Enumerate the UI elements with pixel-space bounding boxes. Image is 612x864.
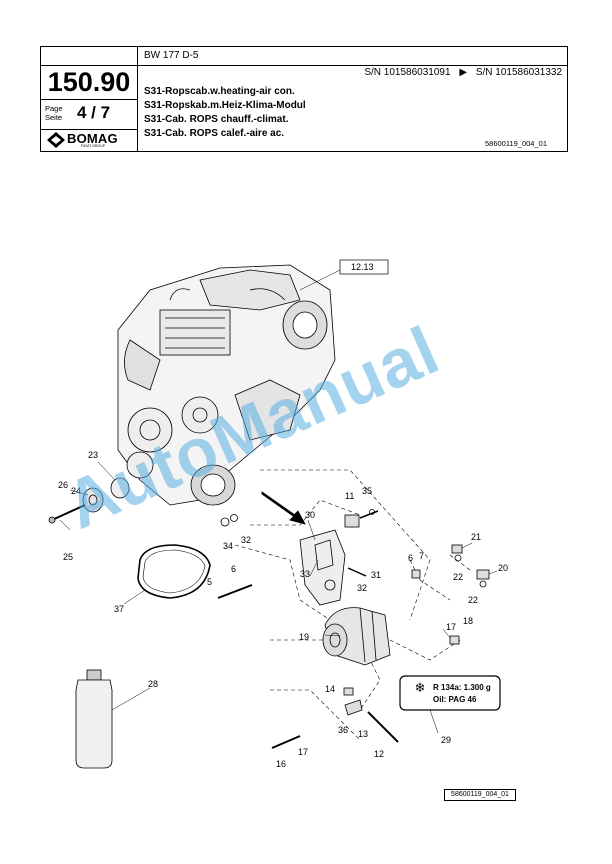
bolt-12 [367, 711, 399, 743]
callout-35: 35 [362, 486, 372, 496]
callout-17-b: 17 [298, 747, 308, 757]
snowflake-icon: ❄ [415, 680, 426, 695]
bracket-30 [299, 529, 346, 606]
callout-16: 16 [276, 759, 286, 769]
sn-arrow-icon: ▶ [459, 67, 468, 78]
header-ref-code: 58600119_004_01 [484, 139, 547, 148]
sn-to: S/N 101586031332 [475, 67, 562, 78]
washer-34 [220, 517, 230, 527]
direction-arrow-icon [261, 491, 306, 525]
pulley-24 [48, 477, 130, 524]
callout-23: 23 [88, 450, 98, 460]
bolt-16 [271, 735, 301, 749]
callout-28: 28 [148, 679, 158, 689]
callout-6-a: 6 [231, 564, 236, 574]
page-label-en: Page [45, 104, 63, 113]
logo-subtext: FAYAT GROUP [81, 144, 106, 148]
page-row: Page Seite 4 / 7 [41, 100, 137, 130]
refrigerant-label-29: ❄ R 134a: 1.300 g Oil: PAG 46 [399, 675, 501, 711]
title-list: S31-Ropscab.w.heating-air con. S31-Ropsk… [144, 85, 306, 141]
plug-14 [343, 687, 354, 696]
serial-range: S/N 101586031091 ▶ S/N 101586031332 [138, 67, 568, 78]
callout-12: 12 [374, 749, 384, 759]
bolt-31 [347, 567, 367, 577]
callout-14: 14 [325, 684, 335, 694]
callout-6-b: 6 [408, 553, 413, 563]
callout-37: 37 [114, 604, 124, 614]
callout-33: 33 [300, 569, 310, 579]
footer-ref-code: 58600119_004_01 [444, 789, 516, 801]
model-name: BW 177 D-5 [144, 50, 199, 61]
leader-lines [59, 269, 498, 734]
spacer-36 [344, 699, 363, 716]
callout-12-13: 12.13 [351, 262, 374, 272]
title-en: S31-Ropscab.w.heating-air con. [144, 86, 295, 97]
callout-36: 36 [338, 725, 348, 735]
callout-22-a: 22 [453, 572, 463, 582]
oil-bottle-28 [75, 669, 113, 769]
page-value: 4 / 7 [77, 103, 111, 122]
bomag-logo: BOMAG FAYAT GROUP [47, 131, 133, 148]
fitting-18 [449, 635, 460, 645]
header-block: 150.90 Page Seite 4 / 7 BOMAG FAYAT GROU… [40, 46, 568, 152]
bolt-5 [217, 584, 253, 599]
callout-11: 11 [345, 491, 354, 501]
label-line-2: Oil: PAG 46 [433, 695, 477, 704]
callout-24: 24 [71, 486, 81, 496]
callout-22-b: 22 [468, 595, 478, 605]
callout-7: 7 [419, 551, 424, 561]
bushing-11 [344, 509, 379, 528]
sn-from: S/N 101586031091 [364, 67, 451, 78]
callout-13: 13 [358, 729, 368, 739]
callout-20: 20 [498, 563, 508, 573]
callout-26: 26 [58, 480, 68, 490]
header-left-column: 150.90 Page Seite 4 / 7 BOMAG FAYAT GROU… [41, 47, 138, 151]
callout-29: 29 [441, 735, 451, 745]
page-number: 150.90 [41, 65, 137, 100]
title-de: S31-Ropskab.m.Heiz-Klima-Modul [144, 100, 306, 111]
valve-7 [411, 569, 421, 579]
callout-32-b: 32 [357, 583, 367, 593]
callout-31: 31 [371, 570, 381, 580]
header-blank-cell [41, 47, 137, 66]
callout-32-a: 32 [241, 535, 251, 545]
exploded-parts-diagram: ❄ R 134a: 1.300 g Oil: PAG 46 12.13 23 2… [48, 259, 508, 769]
model-row: BW 177 D-5 [138, 47, 568, 66]
page-label: Page Seite [45, 104, 63, 122]
title-fr: S31-Cab. ROPS chauff.-climat. [144, 114, 289, 125]
callout-30: 30 [305, 510, 315, 520]
logo-text: BOMAG [67, 131, 118, 146]
callout-19: 19 [299, 632, 309, 642]
bomag-logo-icon [47, 132, 65, 148]
callout-34: 34 [223, 541, 233, 551]
title-es: S31-Cab. ROPS calef.-aire ac. [144, 128, 285, 139]
callout-5: 5 [207, 577, 212, 587]
page-label-de: Seite [45, 113, 63, 122]
callout-17-a: 17 [446, 622, 456, 632]
compressor-19 [322, 607, 391, 666]
belt-37 [137, 544, 211, 599]
label-line-1: R 134a: 1.300 g [433, 683, 491, 692]
engine-drawing [117, 264, 336, 506]
callout-21: 21 [471, 532, 481, 542]
fittings-20-21 [451, 544, 490, 588]
callout-25: 25 [63, 552, 73, 562]
washer-32 [230, 514, 238, 522]
callout-18: 18 [463, 616, 473, 626]
